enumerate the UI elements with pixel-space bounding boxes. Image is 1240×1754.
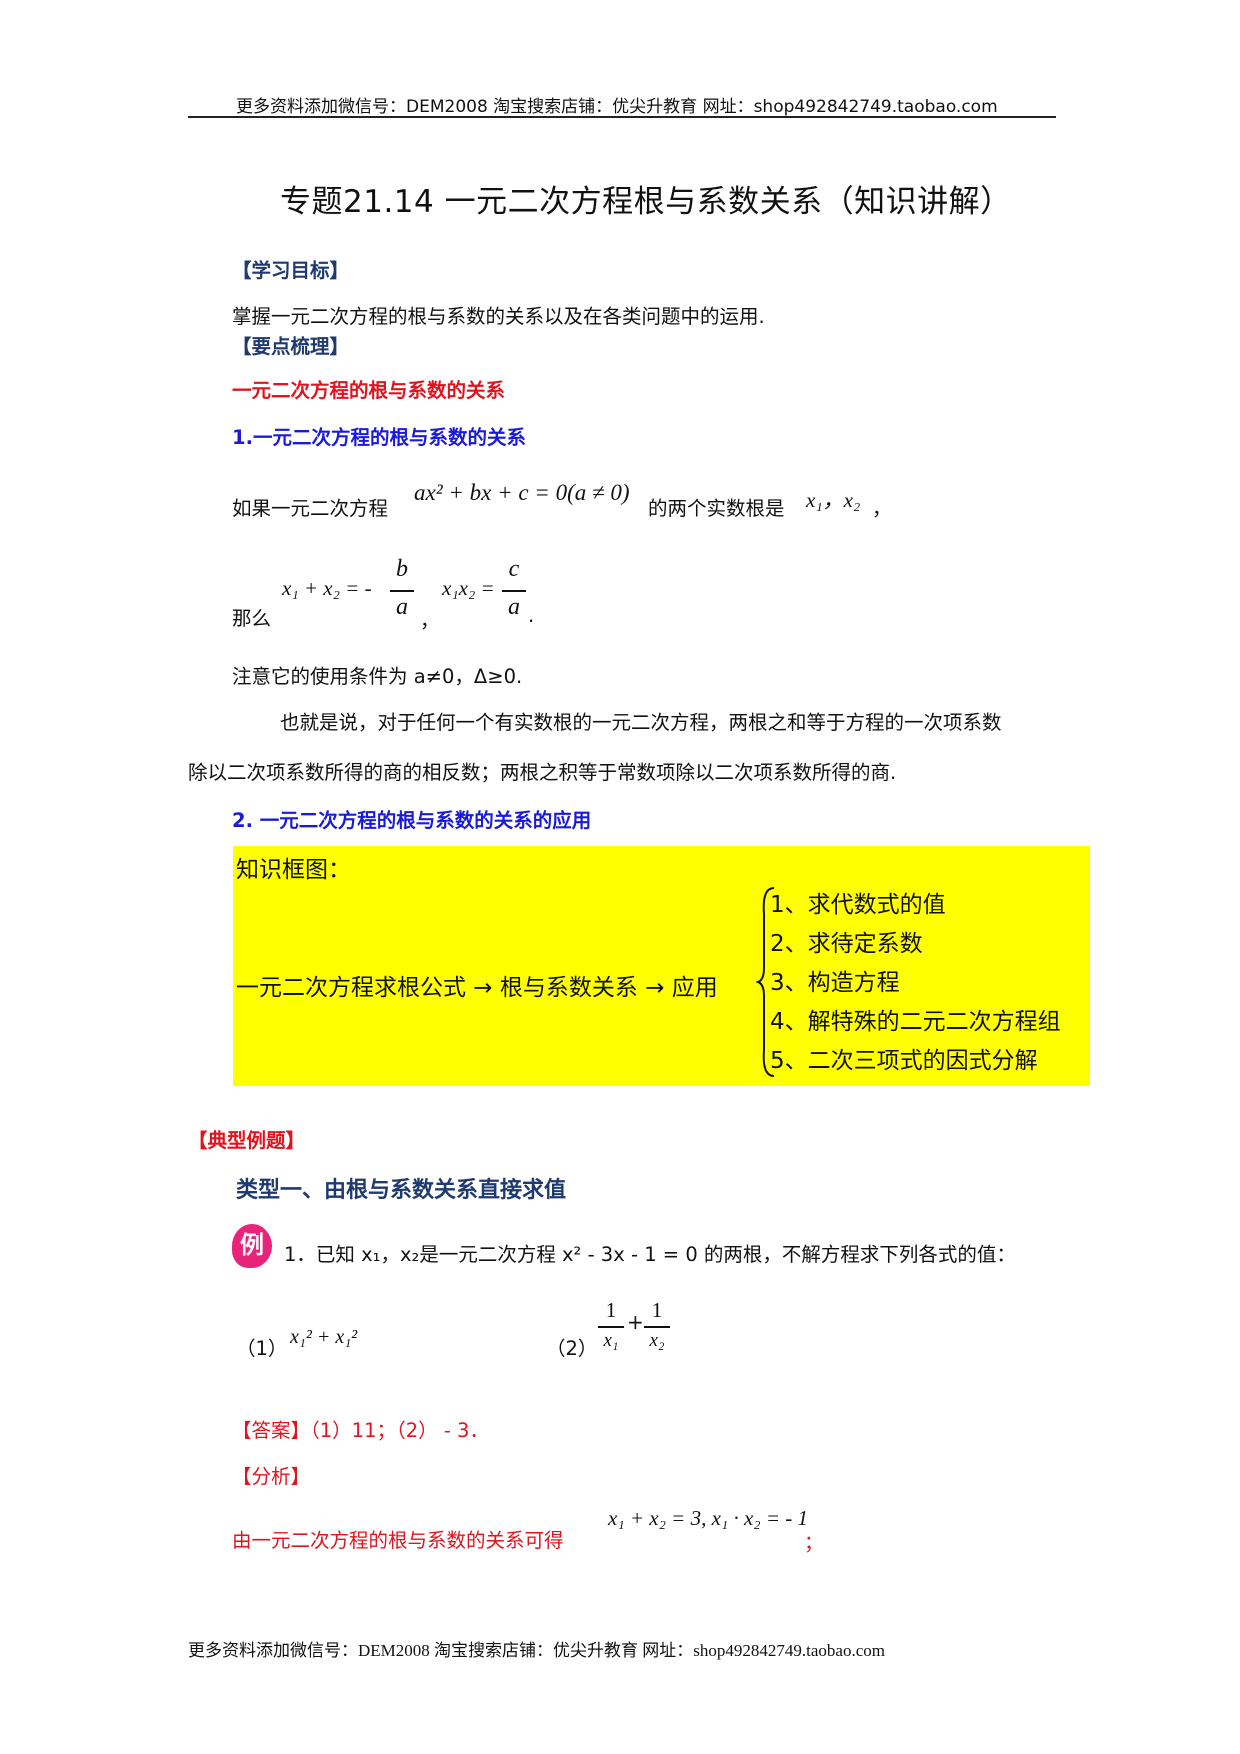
mid-comma: ， xyxy=(420,609,440,632)
prod-lhs: x₁x₂ = xyxy=(442,576,495,600)
knowledge-framework xyxy=(233,846,1090,1086)
point1-heading: 1.一元二次方程的根与系数的关系 xyxy=(232,426,526,449)
q2-numerator-1: 1 xyxy=(605,1298,617,1322)
para-line-2: 除以二次项系数所得的商的相反数；两根之积等于常数项除以二次项系数所得的商. xyxy=(188,761,897,784)
example1-text: 1．已知 x₁，x₂是一元二次方程 x² - 3x - 1 = 0 的两根，不解… xyxy=(284,1243,1016,1266)
analysis-heading: 【分析】 xyxy=(232,1465,311,1488)
example-badge-icon: 例 xyxy=(232,1224,272,1268)
page-footer: 更多资料添加微信号：DEM2008 淘宝搜索店铺：优尖升教育 网址：shop49… xyxy=(188,1641,885,1660)
sum-denominator: a xyxy=(396,594,408,620)
sum-numerator: b xyxy=(396,556,408,582)
framework-items: 1、求代数式的值 2、求待定系数 3、构造方程 4、解特殊的二元二次方程组 5、… xyxy=(770,886,1061,1081)
q2-numerator-2: 1 xyxy=(651,1298,663,1322)
examples-heading: 【典型例题】 xyxy=(188,1129,306,1152)
q2-denominator-2: x₂ xyxy=(649,1330,665,1351)
answer: 【答案】（1）11；（2） - 3． xyxy=(232,1419,489,1442)
brace-icon xyxy=(756,887,775,1077)
framework-label: 知识框图： xyxy=(236,857,351,883)
usage-note: 注意它的使用条件为 a≠0，Δ≥0. xyxy=(232,665,523,688)
analysis-formula: x₁ + x₂ = 3, x₁ · x₂ = - 1 xyxy=(608,1506,808,1530)
point2-heading: 2. 一元二次方程的根与系数的关系的应用 xyxy=(232,809,592,832)
framework-chain: 一元二次方程求根公式 → 根与系数关系 → 应用 xyxy=(236,975,718,1001)
q1-label: （1） xyxy=(236,1337,288,1360)
q2-fraction-bar-2 xyxy=(644,1326,670,1328)
sum-lhs: x₁ + x₂ = - xyxy=(282,576,372,600)
framework-item-3: 3、构造方程 xyxy=(770,970,900,996)
q2-denominator-1: x₁ xyxy=(603,1330,619,1351)
goal-heading: 【学习目标】 xyxy=(232,259,350,282)
end-dot: . xyxy=(528,604,535,627)
type1-heading: 类型一、由根与系数关系直接求值 xyxy=(236,1178,567,1203)
framework-item-4: 4、解特殊的二元二次方程组 xyxy=(770,1009,1061,1035)
points-heading: 【要点梳理】 xyxy=(232,335,350,358)
framework-item-2: 2、求待定系数 xyxy=(770,931,923,957)
if-comma: ， xyxy=(872,497,892,520)
q2-label: （2） xyxy=(546,1337,598,1360)
para-line-1: 也就是说，对于任何一个有实数根的一元二次方程，两根之和等于方程的一次项系数 xyxy=(280,711,1002,734)
roots: x₁，x₂ xyxy=(806,488,861,512)
quadratic-equation: ax² + bx + c = 0(a ≠ 0) xyxy=(414,480,630,505)
q2-fraction-bar-1 xyxy=(598,1326,624,1328)
page-header: 更多资料添加微信号：DEM2008 淘宝搜索店铺：优尖升教育 网址：shop49… xyxy=(236,97,998,117)
analysis-end: ； xyxy=(804,1531,824,1554)
framework-item-1: 1、求代数式的值 xyxy=(770,892,946,918)
if-suffix: 的两个实数根是 xyxy=(648,497,785,520)
prod-numerator: c xyxy=(508,556,520,582)
then-word: 那么 xyxy=(232,607,272,630)
q1-expression: x₁² + x₁² xyxy=(290,1326,358,1348)
framework-item-5: 5、二次三项式的因式分解 xyxy=(770,1048,1038,1074)
prod-fraction-bar xyxy=(502,590,526,592)
sum-fraction-bar xyxy=(390,590,414,592)
goal-text: 掌握一元二次方程的根与系数的关系以及在各类问题中的运用. xyxy=(232,305,765,328)
prod-denominator: a xyxy=(508,594,520,620)
q2-plus: + xyxy=(627,1310,644,1334)
page-title: 专题21.14 一元二次方程根与系数关系（知识讲解） xyxy=(280,184,1012,220)
subtitle-red: 一元二次方程的根与系数的关系 xyxy=(232,379,506,402)
header-rule xyxy=(188,116,1056,118)
analysis-text: 由一元二次方程的根与系数的关系可得 xyxy=(232,1529,564,1552)
if-prefix: 如果一元二次方程 xyxy=(232,497,389,520)
